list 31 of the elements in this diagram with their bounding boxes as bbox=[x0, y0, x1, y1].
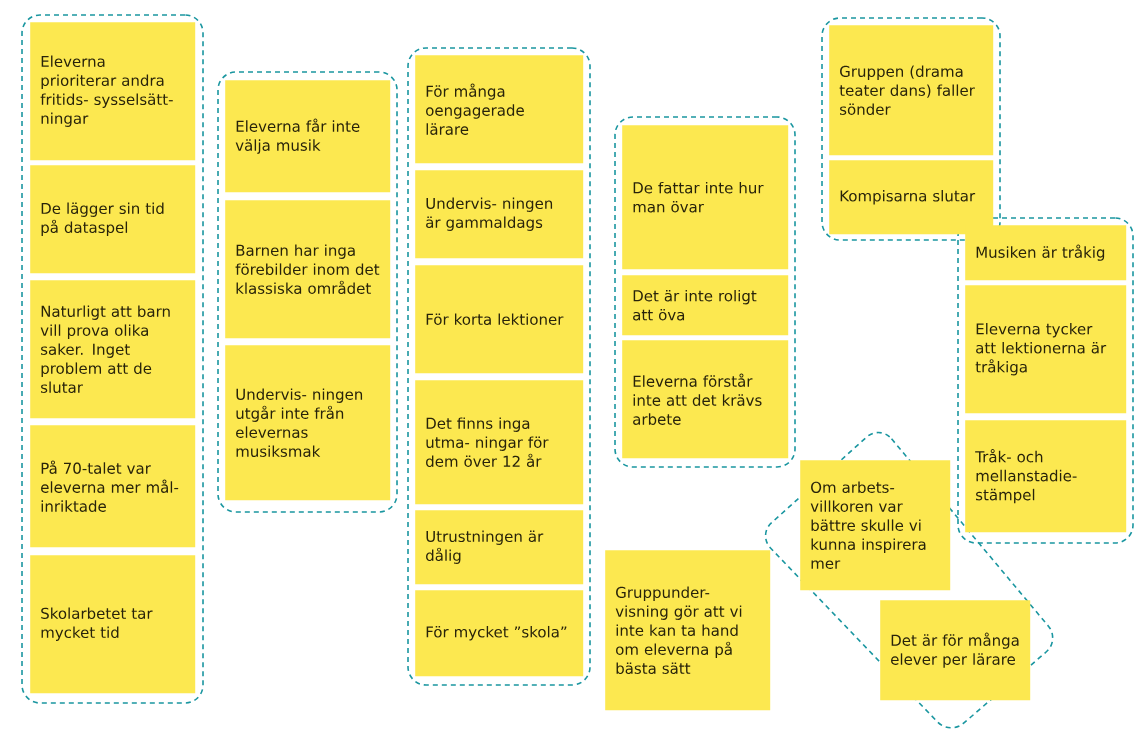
sticky-note: Musiken är tråkig bbox=[965, 225, 1127, 281]
sticky-note: De lägger sin tid på dataspel bbox=[30, 165, 196, 274]
sticky-note: Det är inte roligt att öva bbox=[622, 275, 789, 336]
sticky-note: Undervis- ningen är gammaldags bbox=[415, 170, 584, 259]
group-outline bbox=[407, 47, 591, 686]
sticky-note: Eleverna tycker att lektionerna är tråkiga bbox=[965, 285, 1127, 414]
sticky-note: Gruppunder- visning gör att vi inte kan ta hand om eleverna på bästa sätt bbox=[605, 550, 771, 711]
sticky-note: På 70-talet var eleverna mer mål- inriktade bbox=[30, 425, 196, 548]
sticky-note: För mycket ”skola” bbox=[415, 590, 584, 677]
group-outline bbox=[217, 71, 398, 513]
sticky-note: Eleverna prioriterar andra fritids- sysselsätt- ningar bbox=[30, 22, 196, 161]
sticky-note: De fattar inte hur man övar bbox=[622, 125, 789, 270]
sticky-note: För korta lektioner bbox=[415, 265, 584, 374]
sticky-note: Det finns inga utma- ningar för dem över 12 år bbox=[415, 380, 584, 505]
sticky-note: Undervis- ningen utgår inte från elevernas musiksmak bbox=[225, 345, 391, 501]
group-outline bbox=[614, 116, 796, 468]
sticky-note: Det är för många elever per lärare bbox=[880, 600, 1031, 701]
sticky-note: Skolarbetet tar mycket tid bbox=[30, 555, 196, 694]
sticky-note: Tråk- och mellanstadie- stämpel bbox=[965, 420, 1127, 533]
group-outline bbox=[821, 17, 1001, 241]
group-outline bbox=[21, 14, 204, 704]
group-outline bbox=[957, 217, 1134, 544]
sticky-note: Gruppen (drama teater dans) faller sönder bbox=[829, 25, 994, 156]
sticky-note: Eleverna förstår inte att det krävs arbete bbox=[622, 340, 789, 459]
sticky-note: Barnen har inga förebilder inom det klassiska området bbox=[225, 200, 391, 339]
sticky-note: Om arbets- villkoren var bättre skulle vi kunna inspirera mer bbox=[800, 460, 951, 591]
sticky-note: För många oengagerade lärare bbox=[415, 55, 584, 164]
sticky-note: Kompisarna slutar bbox=[829, 160, 994, 235]
sticky-note: Utrustningen är dålig bbox=[415, 510, 584, 585]
sticky-note: Naturligt att barn vill prova olika saker. Inget problem att de slutar bbox=[30, 280, 196, 419]
sticky-note: Eleverna får inte välja musik bbox=[225, 80, 391, 193]
